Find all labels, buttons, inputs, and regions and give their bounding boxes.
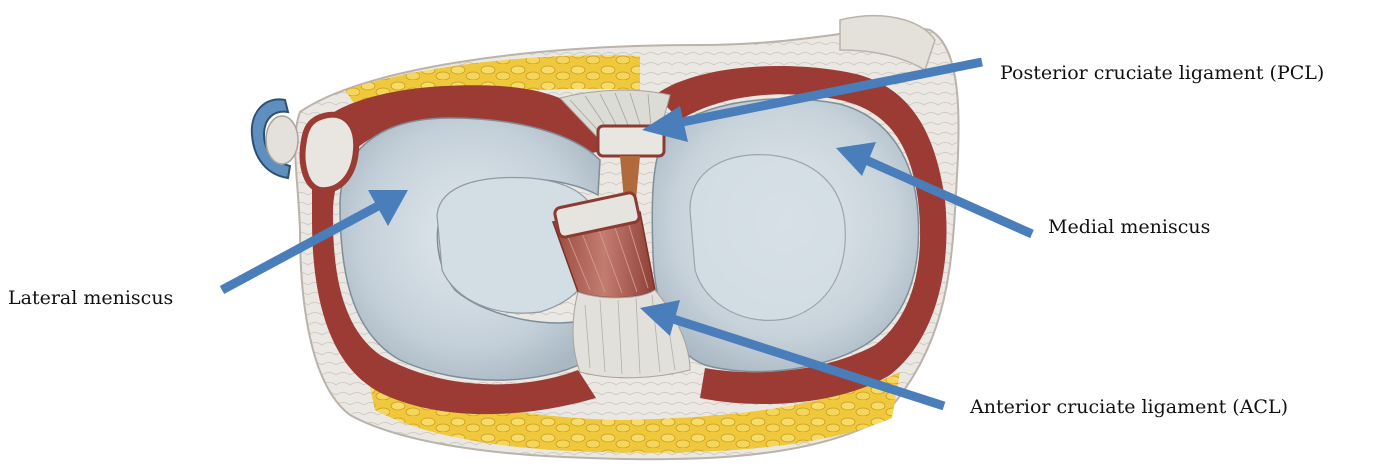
medial-plateau xyxy=(690,155,845,321)
label-posterior-cruciate-ligament: Posterior cruciate ligament (PCL) xyxy=(1000,64,1324,83)
popliteus-tendon-section xyxy=(266,116,298,164)
label-anterior-cruciate-ligament: Anterior cruciate ligament (ACL) xyxy=(970,398,1288,417)
label-lateral-meniscus: Lateral meniscus xyxy=(8,289,173,308)
label-medial-meniscus: Medial meniscus xyxy=(1048,218,1210,237)
lateral-capsule-ring xyxy=(303,115,357,190)
